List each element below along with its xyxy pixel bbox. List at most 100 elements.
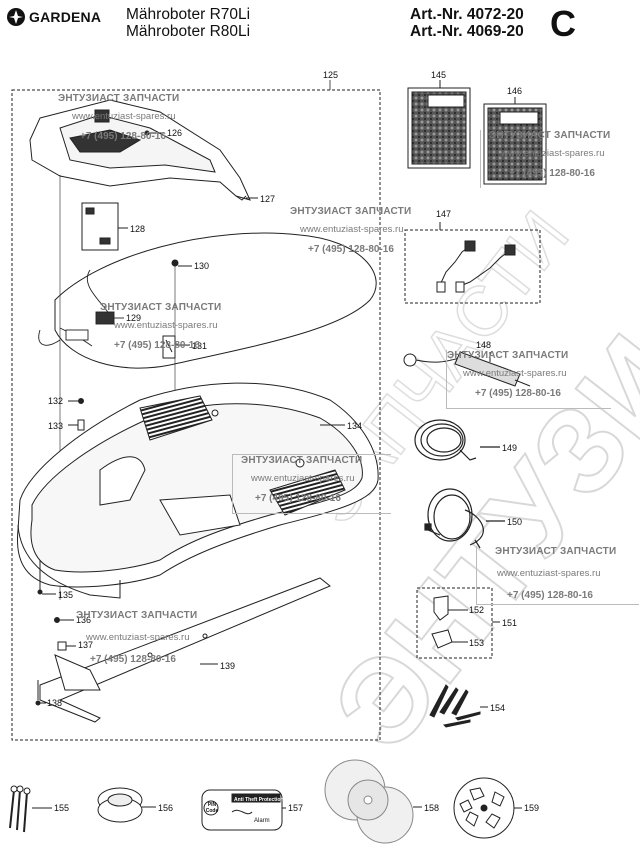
watermark-site: www.entuziast-spares.ru (86, 632, 190, 643)
part-label-127: 127 (260, 194, 276, 204)
screw-130 (171, 259, 192, 267)
part-label-145: 145 (431, 70, 447, 80)
part-label-159: 159 (524, 803, 540, 813)
brand-logo: GARDENA (6, 6, 101, 28)
watermark-name: ЭНТУЗИАСТ ЗАПЧАСТИ (495, 546, 617, 557)
watermark-block-8: ЭНТУЗИАСТ ЗАПЧАСТИ www.entuziast-spares.… (70, 610, 234, 670)
watermark-site: www.entuziast-spares.ru (463, 368, 567, 379)
watermark-site: www.entuziast-spares.ru (300, 224, 404, 235)
watermark-block-1: ЭНТУЗИАСТ ЗАПЧАСТИ www.entuziast-spares.… (58, 93, 216, 153)
sticker-pin-code: PIN Code (205, 802, 219, 814)
watermark-name: ЭНТУЗИАСТ ЗАПЧАСТИ (100, 302, 222, 313)
watermark-phone: +7 (495) 128-80-16 (255, 493, 341, 504)
part-label-148: 148 (476, 340, 492, 350)
part-label-155: 155 (54, 803, 70, 813)
part-label-157: 157 (288, 803, 304, 813)
watermark-name: ЭНТУЗИАСТ ЗАПЧАСТИ (76, 610, 198, 621)
watermark-name: ЭНТУЗИАСТ ЗАПЧАСТИ (241, 455, 363, 466)
part-label-125: 125 (323, 70, 339, 80)
watermark-name: ЭНТУЗИАСТ ЗАПЧАСТИ (447, 350, 569, 361)
watermark-phone: +7 (495) 128-80-16 (90, 654, 176, 665)
article-value-2: 4069-20 (466, 23, 524, 40)
part-label-135: 135 (58, 590, 74, 600)
bracket-131 (162, 335, 190, 359)
part-label-128: 128 (130, 224, 146, 234)
cable-coil-149 (414, 419, 500, 461)
part-label-138: 138 (47, 698, 63, 708)
pegs-154 (429, 684, 488, 728)
blade-disc-159 (453, 777, 522, 839)
part-label-130: 130 (194, 261, 210, 271)
watermark-phone: +7 (495) 128-80-16 (308, 244, 394, 255)
watermark-site: www.entuziast-spares.ru (501, 148, 605, 159)
watermark-block-2: ЭНТУЗИАСТ ЗАПЧАСТИ www.entuziast-spares.… (480, 130, 639, 188)
part-label-158: 158 (424, 803, 440, 813)
part-label-152: 152 (469, 605, 485, 615)
group-125-frame (11, 89, 381, 741)
circuit-board (81, 202, 128, 251)
watermark-phone: +7 (495) 128-80-16 (509, 168, 595, 179)
small-parts-132-133 (68, 398, 85, 431)
part-label-156: 156 (158, 803, 174, 813)
sticker-title: Anti Theft Protection (234, 797, 284, 803)
watermark-block-4: ЭНТУЗИАСТ ЗАПЧАСТИ www.entuziast-spares.… (100, 302, 260, 362)
manual-145 (407, 80, 471, 169)
article-prefix: Art.-Nr. (410, 23, 463, 40)
watermark-block-7: ЭНТУЗИАСТ ЗАПЧАСТИ www.entuziast-spares.… (476, 546, 639, 605)
part-label-154: 154 (490, 703, 506, 713)
watermark-site: www.entuziast-spares.ru (72, 111, 176, 122)
main-chassis (16, 382, 379, 599)
watermark-phone: +7 (495) 128-80-16 (475, 388, 561, 399)
brand-name: GARDENA (29, 9, 102, 25)
article-number-2: Art.-Nr. 4069-20 (410, 23, 524, 40)
part-label-150: 150 (507, 517, 523, 527)
part-label-151: 151 (502, 618, 518, 628)
part-label-131: 131 (192, 341, 208, 351)
watermark-site: www.entuziast-spares.ru (497, 568, 601, 579)
article-value-1: 4072-20 (466, 6, 524, 23)
watermark-name: ЭНТУЗИАСТ ЗАПЧАСТИ (290, 206, 412, 217)
top-cover (29, 99, 258, 201)
manual-146 (483, 97, 547, 185)
part-label-137: 137 (78, 640, 94, 650)
part-label-149: 149 (502, 443, 518, 453)
article-number-1: Art.-Nr. 4072-20 (410, 6, 524, 23)
clear-cover (54, 232, 377, 369)
cable-set-147 (404, 222, 541, 304)
watermark-phone: +7 (495) 128-80-16 (80, 131, 166, 142)
part-label-126: 126 (167, 128, 183, 138)
sticker-157 (201, 789, 286, 831)
watermark-phone: +7 (495) 128-80-16 (507, 590, 593, 601)
discs-158 (324, 759, 422, 844)
clip-set-151 (416, 587, 500, 659)
power-supply-148 (403, 351, 531, 387)
bottom-rail (35, 577, 331, 723)
part-label-146: 146 (507, 86, 523, 96)
screws-155 (9, 785, 52, 833)
cable-coil-150 (424, 488, 505, 549)
part-label-133: 133 (48, 421, 64, 431)
watermark-site: www.entuziast-spares.ru (114, 320, 218, 331)
part-label-147: 147 (436, 209, 452, 219)
part-label-136: 136 (76, 615, 92, 625)
part-label-129: 129 (126, 313, 142, 323)
part-label-153: 153 (469, 638, 485, 648)
part-label-132: 132 (48, 396, 64, 406)
part-label-134: 134 (347, 421, 363, 431)
watermark-name: ЭНТУЗИАСТ ЗАПЧАСТИ (489, 130, 611, 141)
sticker-alarm: Alarm (254, 818, 270, 824)
watermark-name: ЭНТУЗИАСТ ЗАПЧАСТИ (58, 93, 180, 104)
spool-156 (97, 787, 156, 823)
model-name-1: Mähroboter R70Li (126, 6, 251, 23)
part-label-139: 139 (220, 661, 236, 671)
sheet-letter: C (550, 3, 576, 44)
watermark-block-6: ЭНТУЗИАСТ ЗАПЧАСТИ www.entuziast-spares.… (232, 454, 391, 514)
screw-135 (37, 560, 56, 595)
gardena-flower-icon (7, 8, 25, 26)
watermark-site: www.entuziast-spares.ru (251, 473, 355, 484)
watermark-phone: +7 (495) 128-80-16 (114, 340, 200, 351)
watermark-block-3: ЭНТУЗИАСТ ЗАПЧАСТИ www.entuziast-spares.… (290, 206, 440, 264)
watermark-block-5: ЭНТУЗИАСТ ЗАПЧАСТИ www.entuziast-spares.… (446, 350, 611, 409)
model-name-2: Mähroboter R80Li (126, 23, 251, 40)
